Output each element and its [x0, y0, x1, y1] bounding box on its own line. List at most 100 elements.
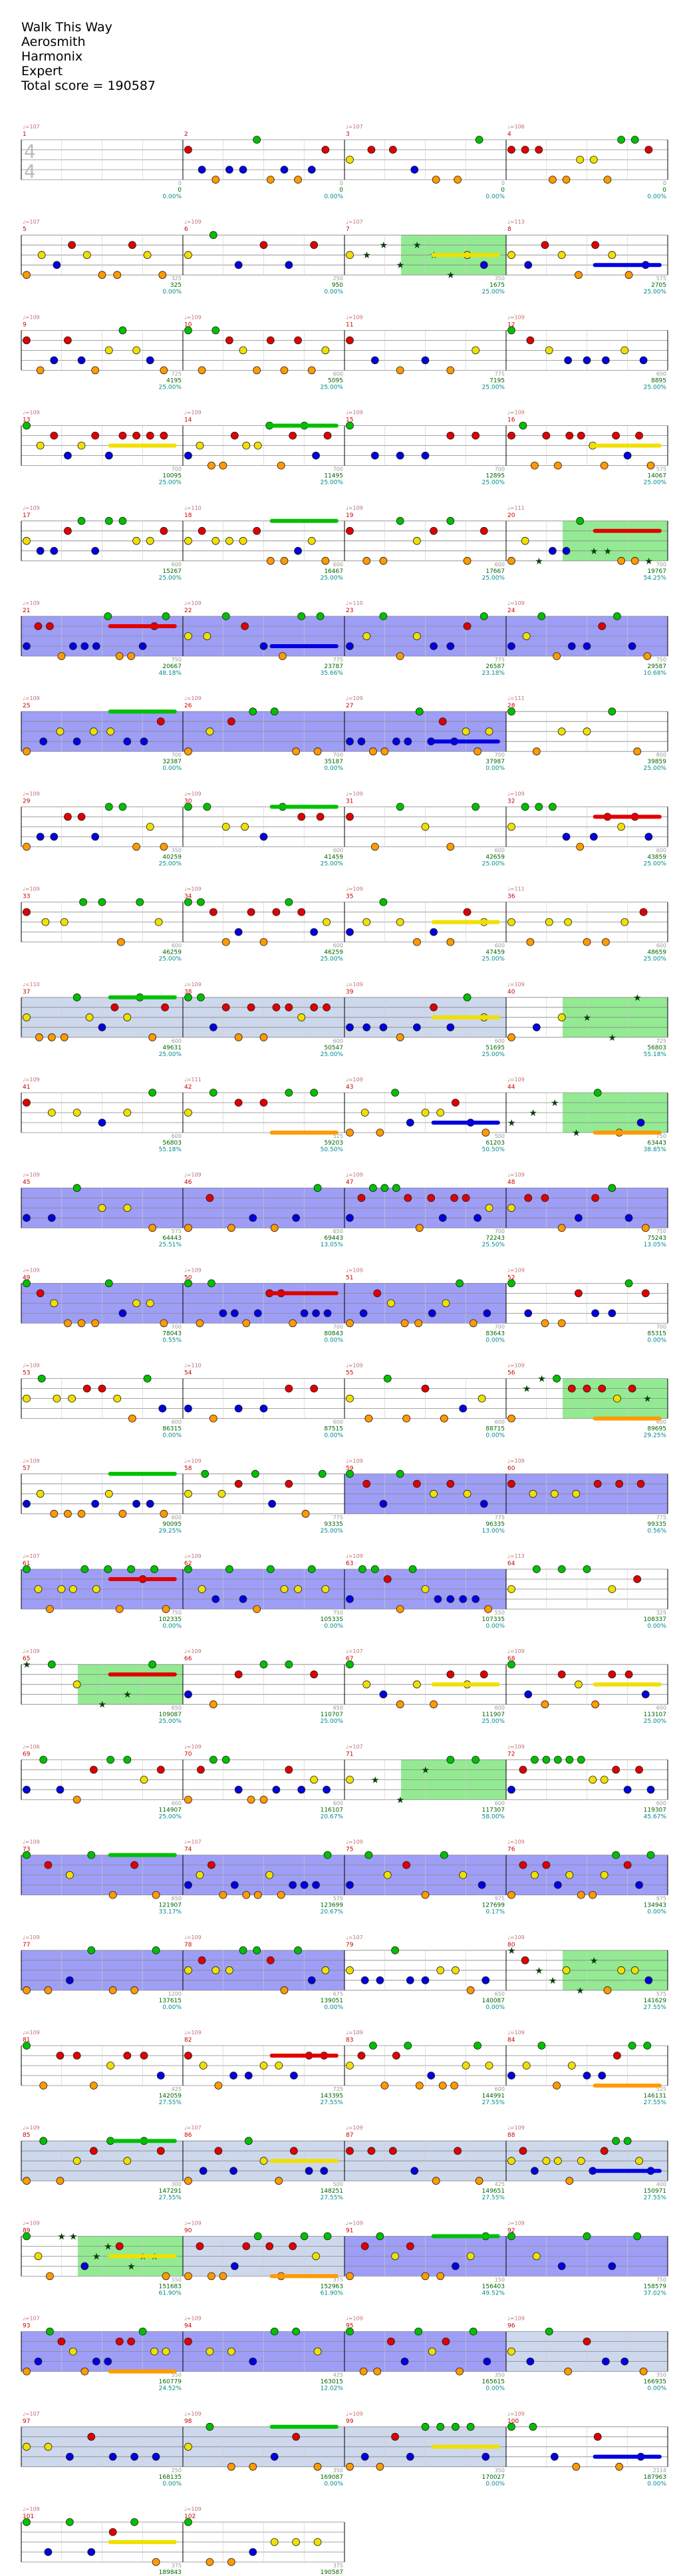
note: [542, 1861, 551, 1869]
note: [229, 2072, 238, 2080]
note: [156, 717, 165, 726]
note: [438, 1214, 447, 1222]
note: [565, 2177, 574, 2185]
note: [379, 1690, 388, 1699]
note: [98, 898, 106, 906]
note: [209, 1700, 217, 1709]
note: [623, 1861, 632, 1869]
measure-number: 71: [346, 1751, 353, 1757]
note: [346, 421, 354, 430]
note: [392, 737, 400, 746]
note: [624, 1279, 633, 1288]
note: [234, 1099, 243, 1107]
measure-number: 7: [346, 226, 350, 233]
note: [130, 1861, 139, 1869]
note: [507, 2232, 515, 2241]
measure-number: 69: [23, 1751, 31, 1757]
note: [323, 431, 332, 440]
tempo-marker: ♩=109: [507, 982, 525, 988]
star-percentage: 54.25%: [644, 575, 667, 582]
note: [507, 1414, 515, 1423]
note: [150, 2347, 158, 2356]
cumulative-score: 59203: [324, 1140, 343, 1147]
note: [203, 632, 211, 640]
note: [346, 1775, 354, 1784]
cumulative-score: 80843: [324, 1330, 343, 1337]
measure-number: 81: [23, 2037, 30, 2044]
note: [104, 1489, 113, 1498]
note: [270, 1224, 279, 1232]
cumulative-score: 7195: [489, 377, 505, 384]
cumulative-score: 1675: [489, 282, 505, 289]
note: [452, 1966, 460, 1974]
note: [346, 1469, 354, 1478]
note: [106, 1755, 115, 1764]
star-percentage: 25.00%: [321, 1528, 344, 1535]
note: [346, 156, 354, 164]
measure-number: 13: [23, 417, 30, 424]
note: [430, 928, 438, 936]
star-percentage: 27.55%: [159, 2195, 182, 2201]
note: [507, 1891, 515, 1899]
tempo-marker: ♩=109: [184, 600, 202, 606]
note: [297, 612, 306, 620]
tempo-marker: ♩=109: [346, 1553, 363, 1559]
tempo-marker: ♩=106: [23, 1744, 40, 1749]
measure-number: 76: [507, 1847, 515, 1853]
measure-number: 65: [23, 1656, 30, 1662]
note: [346, 526, 354, 535]
staff-row: ♩=1099725419525.00%♩=10910600509525.00%♩…: [21, 314, 668, 391]
star-percentage: 25.00%: [644, 289, 667, 295]
measure-number: 57: [23, 1465, 30, 1472]
measure-number: 42: [184, 1084, 192, 1091]
note: [360, 1976, 369, 1984]
measure-number: 56: [507, 1370, 515, 1377]
star-percentage: 0.17%: [485, 1909, 505, 1916]
measure-number: 80: [507, 1942, 515, 1948]
note: [108, 1891, 117, 1899]
cumulative-score: 93335: [324, 1521, 343, 1528]
measure-note-score: 600: [656, 847, 666, 853]
note: [230, 1309, 239, 1318]
note: [253, 1605, 261, 1613]
note: [225, 336, 233, 345]
star-note: ★: [529, 1108, 537, 1119]
measure-note-score: 350: [656, 2372, 666, 2378]
measure-number: 96: [507, 2323, 515, 2330]
measure-note-score: 700: [495, 1228, 505, 1234]
note: [507, 1033, 515, 1041]
tempo-marker: ♩=109: [23, 505, 40, 511]
note: [225, 166, 233, 174]
note: [623, 2137, 632, 2145]
note: [346, 1966, 354, 1974]
star-percentage: 61.90%: [321, 2290, 344, 2297]
cumulative-score: 49631: [162, 1045, 182, 1051]
note: [364, 1851, 373, 1859]
note: [72, 737, 81, 746]
note: [205, 1194, 214, 1202]
tempo-marker: ♩=107: [23, 1553, 40, 1559]
star-percentage: 0.00%: [162, 194, 182, 200]
measure-note-score: 575: [333, 1896, 343, 1902]
note: [110, 1003, 119, 1012]
cumulative-score: 64443: [162, 1235, 182, 1242]
note: [357, 737, 366, 746]
measure-note-score: 600: [656, 371, 666, 377]
note: [360, 2452, 369, 2461]
cumulative-score: 15267: [162, 568, 182, 575]
note: [89, 1765, 98, 1774]
note: [113, 1394, 122, 1403]
note: [391, 2432, 399, 2441]
star-percentage: 27.55%: [644, 2100, 667, 2106]
note: [253, 2232, 262, 2241]
cumulative-score: 114907: [159, 1807, 182, 1813]
note: [521, 536, 529, 545]
star-percentage: 25.00%: [482, 1718, 505, 1725]
note: [160, 1509, 168, 1518]
note: [635, 1881, 643, 1889]
note: [472, 346, 480, 355]
note: [209, 1023, 217, 1031]
note: [531, 1871, 539, 1879]
note: [89, 727, 98, 736]
note: [450, 2082, 459, 2090]
